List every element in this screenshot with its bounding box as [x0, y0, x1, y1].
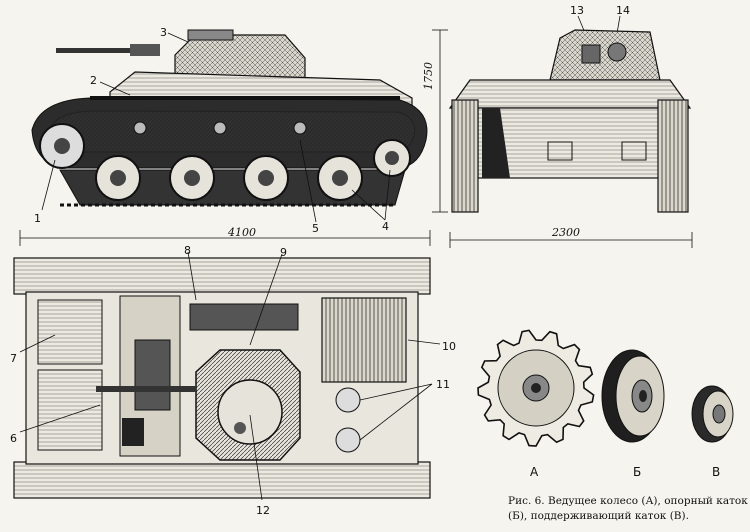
callout-14: 14 [616, 4, 630, 17]
side-view: 1 2 3 4 5 4100 [19, 15, 621, 246]
callout-7: 7 [10, 352, 17, 365]
callout-4: 4 [382, 220, 389, 233]
callout-8: 8 [184, 244, 191, 257]
front-view: 13 14 1750 2300 [422, 4, 693, 248]
figure-caption: Рис. 6. Ведущее колесо (А), опорный като… [508, 494, 748, 524]
label-road-wheel: Б [633, 465, 641, 479]
callout-12: 12 [256, 504, 270, 517]
callout-1: 1 [34, 212, 41, 225]
top-view: 7 6 8 9 10 11 12 [10, 244, 456, 517]
label-drive-wheel: А [530, 465, 539, 479]
callout-2: 2 [90, 74, 97, 87]
height-dimension: 1750 [422, 62, 435, 90]
road-wheel [601, 349, 665, 443]
caption-text: Ведущее колесо (А), опорный каток (Б), п… [508, 495, 748, 522]
width-dimension: 2300 [551, 226, 580, 239]
wheels: А Б В [477, 329, 734, 479]
callout-3: 3 [160, 26, 167, 39]
caption-prefix: Рис. 6. [508, 495, 545, 507]
callout-10: 10 [442, 340, 456, 353]
callout-11: 11 [436, 378, 450, 391]
label-return-roller: В [712, 465, 720, 479]
drive-wheel [477, 329, 595, 447]
length-dimension: 4100 [227, 226, 256, 239]
callout-9: 9 [280, 246, 287, 259]
return-roller [691, 385, 734, 443]
callout-6: 6 [10, 432, 17, 445]
callout-5: 5 [312, 222, 319, 235]
callout-13: 13 [570, 4, 584, 17]
